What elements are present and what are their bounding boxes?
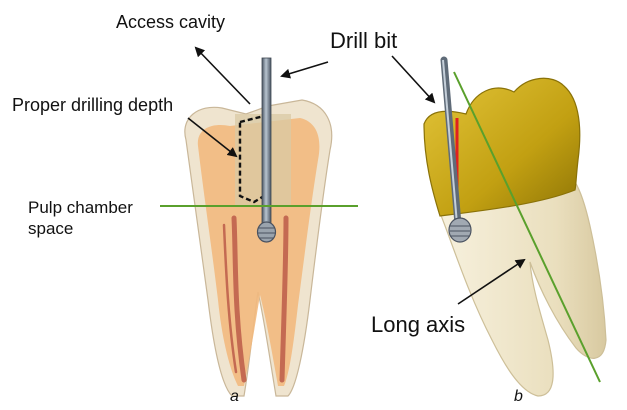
pulp-chamber-space-line1: Pulp chamber xyxy=(28,198,133,217)
access-cavity-arrow xyxy=(196,48,250,104)
pulp-chamber-space-line2: space xyxy=(28,219,73,238)
pulp-chamber-space-label: Pulp chamber space xyxy=(28,197,168,240)
drill-bit-shaft-a xyxy=(262,58,271,228)
drill-bit-bur-a xyxy=(258,222,276,242)
access-cavity-label: Access cavity xyxy=(116,13,225,31)
molar-tooth xyxy=(424,60,606,396)
panel-label-a: a xyxy=(230,388,239,406)
long-axis-label: Long axis xyxy=(371,314,465,336)
drill-bit-arrow-b xyxy=(392,56,434,102)
tooth-cross-section xyxy=(160,58,358,396)
panel-label-b: b xyxy=(514,388,523,406)
drill-bit-bur-b xyxy=(449,218,471,242)
proper-drilling-depth-label: Proper drilling depth xyxy=(12,96,173,114)
drill-bit-label: Drill bit xyxy=(330,30,397,52)
drill-bit-arrow-a xyxy=(282,62,328,76)
